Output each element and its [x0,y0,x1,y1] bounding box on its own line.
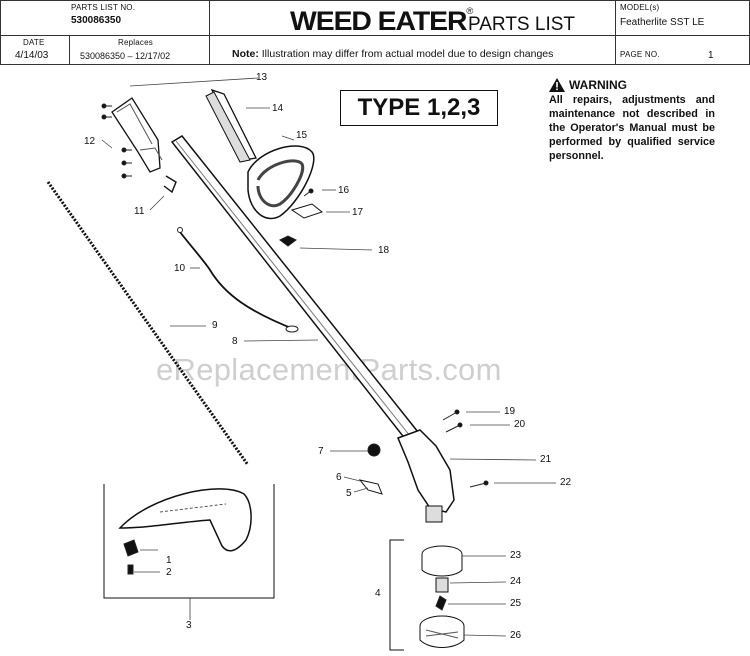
screws-group [101,103,489,488]
clip-part [163,175,177,194]
page-number: 1 [708,50,714,61]
part-number-25: 25 [510,598,522,609]
part-number-5: 5 [346,488,352,499]
part-number-15: 15 [296,130,308,141]
part-number-26: 26 [510,630,522,641]
model-value: Featherlite SST LE [620,17,705,28]
warning-icon [549,78,565,92]
part-number-10: 10 [174,263,186,274]
part-number-24: 24 [510,576,522,587]
replaces-value: 530086350 – 12/17/02 [80,51,171,61]
throttle-cable-part [179,231,297,331]
spool-part [419,545,465,648]
part-number-2: 2 [166,567,172,578]
doc-title: PARTS LIST [468,14,575,35]
part-number-19: 19 [504,406,516,417]
parts-list-no: 530086350 [71,15,122,26]
part-number-4: 4 [375,588,381,599]
warning-box: WARNING All repairs, adjustments and mai… [549,78,715,163]
parts-list-no-label: PARTS LIST NO. [71,3,136,12]
parts-list-header: PARTS LIST NO. 530086350 MODEL(s) Feathe… [0,0,750,66]
replaces-label: Replaces [118,38,153,47]
gear-head-part [397,429,455,523]
loop-handle-part [247,145,315,220]
illustration-note: Note: Illustration may differ from actua… [232,48,554,60]
rear-handle-part [111,97,163,173]
part-number-12: 12 [84,136,96,147]
part-number-9: 9 [212,320,218,331]
part-number-21: 21 [540,454,552,465]
handle-bracket-part [205,88,257,163]
part-number-23: 23 [510,550,522,561]
date-label: DATE [23,38,45,47]
part-number-17: 17 [352,207,364,218]
model-label: MODEL(s) [620,3,660,12]
part-number-11: 11 [134,206,145,217]
warning-title: WARNING [549,78,715,92]
part-number-8: 8 [232,336,238,347]
part-number-18: 18 [378,245,390,256]
watermark: eReplacementParts.com [156,352,502,387]
part-number-1: 1 [166,555,172,566]
part-number-3: 3 [186,620,192,631]
part-number-14: 14 [272,103,284,114]
part-number-22: 22 [560,477,572,488]
part-number-6: 6 [336,472,342,483]
warning-text: All repairs, adjustments and maintenance… [549,94,715,162]
part-number-7: 7 [318,446,324,457]
type-label: TYPE 1,2,3 [340,90,498,126]
part-number-20: 20 [514,419,526,430]
drive-cable-part [46,181,250,466]
brand-logo: WEED EATER® [290,6,473,36]
guard-part [118,488,252,552]
date-value: 4/14/03 [15,50,49,61]
page-label: PAGE NO. [620,50,660,59]
part-number-13: 13 [256,72,268,83]
part-number-16: 16 [338,185,350,196]
